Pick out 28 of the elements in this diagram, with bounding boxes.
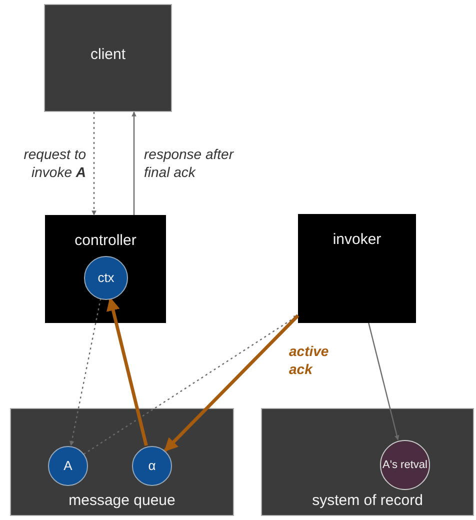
arrow <box>83 315 298 455</box>
edge-label: active ack <box>289 343 330 378</box>
process-box <box>298 214 416 323</box>
circle-node <box>380 440 430 490</box>
arrow <box>92 112 96 216</box>
edge-label: request to invoke A <box>22 146 86 181</box>
node-label: A's retval <box>382 458 428 472</box>
node-label: system of record <box>312 492 423 509</box>
arrow <box>368 322 400 440</box>
arrow <box>132 112 136 215</box>
arrow <box>164 314 300 452</box>
arrow <box>69 298 102 446</box>
node-label: α <box>148 458 156 474</box>
process-box <box>44 4 172 112</box>
arrow <box>106 297 148 446</box>
node-label: client <box>90 46 126 62</box>
edge-label: response after final ack <box>144 146 235 181</box>
node-label: ctx <box>98 270 114 286</box>
node-label: A <box>64 458 72 474</box>
node-label: message queue <box>68 492 176 509</box>
node-label: invoker <box>332 231 382 248</box>
process-box <box>10 408 234 516</box>
process-box <box>45 215 166 323</box>
circle-node <box>84 256 128 300</box>
circle-node <box>48 446 88 486</box>
circle-node <box>132 446 172 486</box>
node-label: controller <box>74 232 136 249</box>
process-box <box>261 408 474 516</box>
